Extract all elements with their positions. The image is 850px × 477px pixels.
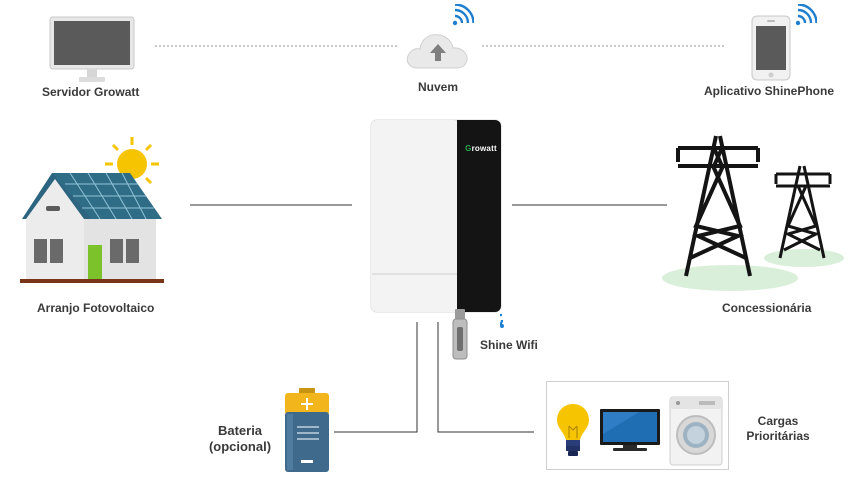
utility-node [658,130,850,296]
power-transmission-tower-icon [662,135,844,291]
battery-node [283,388,331,474]
utility-label: Concessionária [722,301,812,315]
inverter-battery-line [334,322,418,433]
smartphone-icon [751,15,791,81]
wifi-signal-icon [452,4,474,26]
loads-label: Cargas Prioritárias [738,414,818,444]
usb-wifi-dongle-icon [452,309,468,360]
pv-node [18,135,168,287]
loads-label-line1: Cargas [757,414,799,428]
battery-label-line1: Bateria [217,423,263,438]
house-with-solar-panels-icon [20,137,164,283]
server-node [48,15,138,85]
television-icon [600,409,660,451]
wifi-signal-icon [500,313,504,328]
monitor-icon [49,16,135,82]
shine-wifi-label: Shine Wifi [480,338,538,352]
app-label: Aplicativo ShinePhone [704,84,835,98]
washing-machine-icon [669,396,723,466]
pv-label: Arranjo Fotovoltaico [37,301,155,315]
inverter-loads-line [437,322,534,433]
wifi-signal-icon [795,4,817,26]
inverter-brand-logo: Growatt [465,144,497,153]
battery-label: Bateria (opcional) [200,423,280,455]
loads-label-line2: Prioritárias [746,429,810,443]
inverter-icon [370,119,502,313]
battery-icon [285,388,329,472]
inverter-node: Growatt [370,118,504,314]
light-bulb-icon [557,404,589,456]
loads-node [546,381,729,470]
server-label: Servidor Growatt [42,85,140,99]
sun-icon [105,137,159,191]
shine-wifi-node [452,307,504,361]
battery-label-line2: (opcional) [208,439,272,454]
cloud-upload-icon [406,34,468,69]
cloud-label: Nuvem [417,80,458,94]
